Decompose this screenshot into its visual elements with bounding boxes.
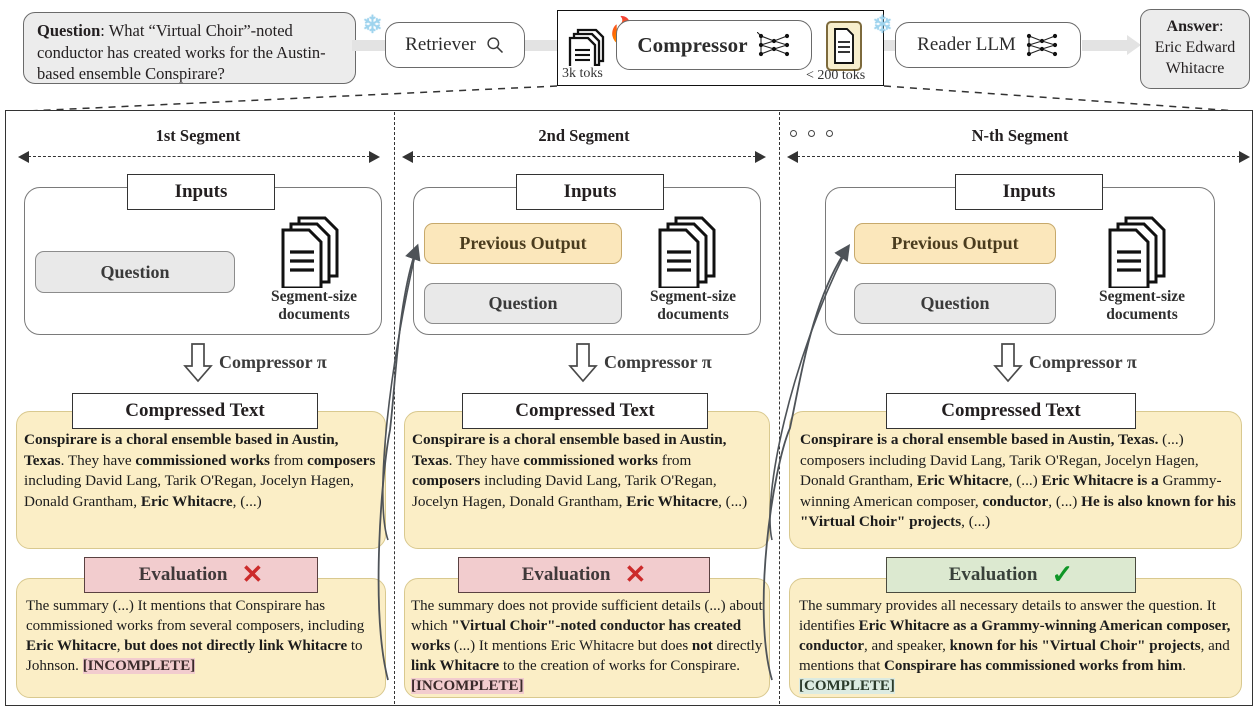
documents-label: Segment-size documents	[270, 288, 358, 323]
evaluation-body: The summary provides all necessary detai…	[799, 598, 1231, 694]
answer-colon: :	[1218, 18, 1224, 35]
documents-stack-icon	[568, 28, 605, 66]
documents-stack-icon	[658, 216, 716, 288]
answer-box: Answer: Eric Edward Whitacre	[1140, 9, 1250, 89]
zoom-guide-lines	[6, 85, 1252, 113]
question-colon: :	[100, 21, 109, 40]
segment-extent-arrow	[18, 150, 380, 163]
dot-3	[826, 130, 833, 137]
question-label: Question	[37, 21, 101, 40]
compressed-text-tab: Compressed Text	[72, 393, 318, 429]
question-text: What “Virtual Choir”-noted conductor has…	[37, 21, 326, 83]
documents-stack-icon	[281, 216, 339, 288]
segment-title: 2nd Segment	[538, 126, 630, 145]
down-arrow-icon	[993, 343, 1023, 383]
compressed-text-tab: Compressed Text	[886, 393, 1136, 429]
evaluation-tab: Evaluation ✓	[886, 557, 1136, 593]
check-icon: ✓	[1051, 560, 1074, 589]
question-chip: Question	[35, 251, 235, 293]
reader-llm-node[interactable]: Reader LLM	[895, 22, 1081, 68]
question-chip: Question	[854, 283, 1056, 324]
compressed-document-icon	[826, 21, 862, 71]
pipeline-row: Question: What “Virtual Choir”-noted con…	[0, 0, 1258, 104]
compressor-step-label: Compressor π	[1029, 352, 1137, 372]
previous-output-chip: Previous Output	[854, 223, 1056, 264]
compressor-step-label: Compressor π	[219, 352, 327, 372]
snowflake-icon: ❄	[362, 12, 383, 39]
cross-icon: ✕	[624, 560, 647, 589]
documents-label: Segment-size documents	[1098, 288, 1186, 323]
compressed-text-body: Conspirare is a choral ensemble based in…	[24, 431, 376, 510]
compressed-text-body: Conspirare is a choral ensemble based in…	[800, 431, 1236, 531]
input-tokens-label: 3k toks	[562, 66, 603, 81]
answer-label: Answer	[1166, 18, 1219, 35]
evaluation-body: The summary does not provide sufficient …	[411, 598, 763, 694]
compressed-text-card	[789, 411, 1242, 549]
previous-output-chip: Previous Output	[424, 223, 622, 264]
retriever-node[interactable]: Retriever	[385, 22, 525, 68]
inputs-tab: Inputs	[516, 174, 664, 210]
compressor-label: Compressor	[637, 32, 748, 57]
evaluation-tab: Evaluation ✕	[458, 557, 710, 593]
segment-divider-2	[779, 112, 780, 704]
segment-extent-arrow	[402, 150, 766, 163]
output-tokens-label: < 200 toks	[806, 68, 866, 83]
ellipsis-dots	[790, 130, 833, 137]
question-chip: Question	[424, 283, 622, 324]
retriever-label: Retriever	[405, 34, 476, 55]
compressor-node[interactable]: Compressor	[616, 20, 812, 70]
magnifier-icon	[487, 37, 503, 54]
documents-stack-icon	[1108, 216, 1166, 288]
evaluation-label: Evaluation	[138, 564, 228, 585]
dot-2	[808, 130, 815, 137]
documents-label: Segment-size documents	[649, 288, 737, 323]
segment-extent-arrow	[787, 150, 1250, 163]
question-box: Question: What “Virtual Choir”-noted con…	[23, 12, 356, 84]
neural-network-icon	[756, 32, 789, 57]
segment-title: N-th Segment	[971, 126, 1069, 145]
neural-network-icon	[1026, 33, 1057, 57]
inputs-tab: Inputs	[955, 174, 1103, 210]
compressor-step-label: Compressor π	[604, 352, 712, 372]
evaluation-tab: Evaluation ✕	[84, 557, 318, 593]
segment-divider-1	[394, 112, 395, 704]
compressed-text-card	[16, 411, 386, 549]
snowflake-icon: ❄	[872, 12, 893, 39]
evaluation-label: Evaluation	[521, 564, 611, 585]
compressed-text-tab: Compressed Text	[462, 393, 708, 429]
down-arrow-icon	[183, 343, 213, 383]
compressed-text-body: Conspirare is a choral ensemble based in…	[412, 431, 748, 510]
answer-text: Eric Edward Whitacre	[1154, 39, 1236, 77]
inputs-tab: Inputs	[127, 174, 275, 210]
evaluation-body: The summary (...) It mentions that Consp…	[26, 598, 365, 674]
down-arrow-icon	[568, 343, 598, 383]
evaluation-label: Evaluation	[948, 564, 1038, 585]
segment-title: 1st Segment	[155, 126, 241, 145]
arrow-reader-to-answer	[1082, 35, 1141, 55]
reader-label: Reader LLM	[917, 34, 1016, 55]
dot-1	[790, 130, 797, 137]
cross-icon: ✕	[241, 560, 264, 589]
